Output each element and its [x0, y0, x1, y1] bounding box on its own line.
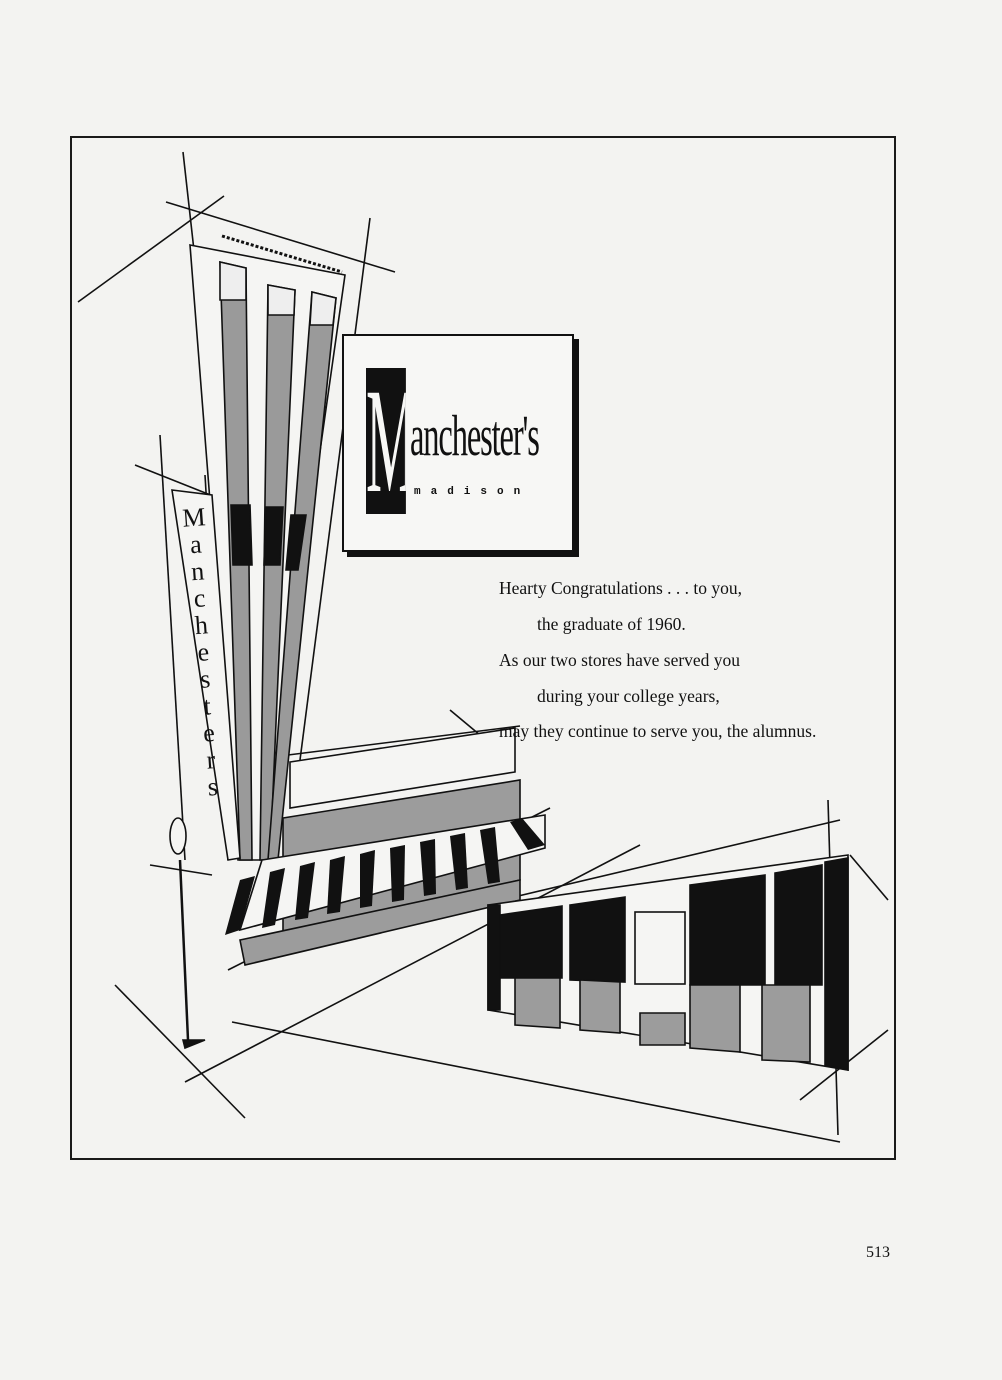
awning-stripes: [225, 818, 545, 935]
sign-letter: r: [205, 745, 217, 775]
message-line: may they continue to serve you, the alum…: [499, 721, 817, 741]
message-line: As our two stores have served you: [499, 650, 741, 670]
right-store: [487, 854, 849, 1071]
sign-letter: M: [181, 502, 207, 533]
ad-frame: [70, 136, 896, 1160]
manchesters-logo: M anchester's madison: [342, 334, 574, 552]
vertical-name-sign: [171, 489, 241, 861]
sign-letter: h: [193, 610, 209, 641]
sign-letter: e: [202, 718, 216, 748]
sign-letter: n: [190, 556, 206, 587]
message-line: during your college years,: [537, 686, 720, 706]
sign-letter: t: [202, 691, 212, 721]
sign-letter: c: [192, 583, 207, 614]
logo-initial: M: [366, 368, 406, 514]
street-lamp: [149, 817, 213, 1050]
logo-name: anchester's: [410, 403, 540, 468]
sign-letter: s: [199, 664, 212, 694]
sign-letter: a: [189, 529, 203, 560]
message-line: Hearty Congratulations . . . to you,: [499, 578, 743, 598]
page-number: 513: [866, 1244, 890, 1261]
left-store: [225, 727, 546, 966]
sign-letter: s: [206, 771, 219, 802]
logo-city: madison: [414, 486, 531, 498]
message-line: the graduate of 1960.: [537, 614, 686, 634]
sign-letter: e: [196, 637, 211, 667]
